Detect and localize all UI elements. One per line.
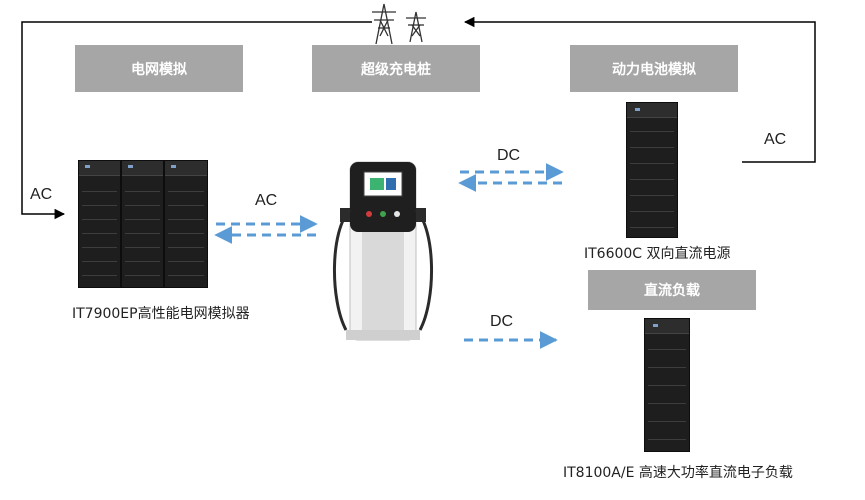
grid-to-simulator-line (21, 21, 372, 220)
header-grid-simulation: 电网模拟 (75, 45, 243, 92)
label-ac-right: AC (764, 131, 787, 148)
rack-unit (121, 160, 164, 288)
rack-unit (164, 160, 208, 288)
charging-pile (333, 161, 433, 341)
label-dc-bottom: DC (490, 313, 514, 330)
bidirectional-supply-cabinet (626, 102, 678, 238)
supply-to-grid-line (463, 16, 816, 163)
caption-bidirectional-supply: IT6600C 双向直流电源 (584, 246, 731, 262)
caption-grid-simulator: IT7900EP高性能电网模拟器 (72, 306, 250, 322)
header-battery-simulation: 动力电池模拟 (570, 45, 738, 92)
grid-simulator-cabinet (78, 160, 208, 288)
power-tower-icon (372, 3, 426, 45)
header-super-charger: 超级充电桩 (312, 45, 480, 92)
label-ac-middle: AC (255, 192, 278, 209)
label-ac-left: AC (30, 186, 53, 203)
rack-unit (78, 160, 121, 288)
label-dc-top: DC (497, 147, 521, 164)
caption-dc-load: IT8100A/E 高速大功率直流电子负载 (563, 465, 793, 481)
dc-load-cabinet (644, 318, 690, 452)
header-dc-load: 直流负载 (588, 270, 756, 310)
